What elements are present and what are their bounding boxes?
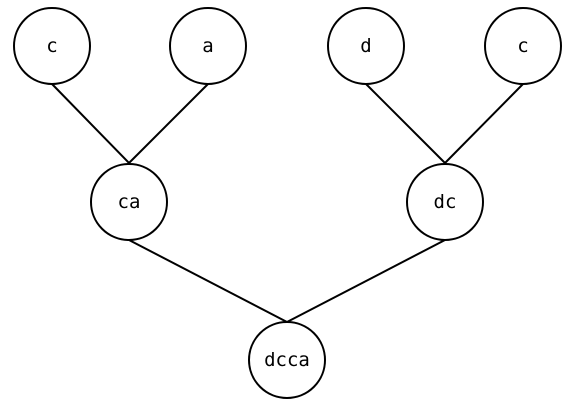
node-label: dcca (264, 349, 310, 371)
node-label: c (46, 35, 57, 57)
edge-a-to-ca (128, 83, 209, 164)
node-circle (90, 163, 168, 241)
node-circle (13, 7, 91, 85)
node-circle (248, 321, 326, 399)
node-circle (327, 7, 405, 85)
node-a: a (169, 7, 247, 85)
node-dc: dc (406, 163, 484, 241)
node-label: d (360, 35, 371, 57)
node-label: dc (434, 191, 457, 213)
node-dcca: dcca (248, 321, 326, 399)
node-circle (169, 7, 247, 85)
node-label: a (202, 35, 213, 57)
node-ca: ca (90, 163, 168, 241)
edge-dc-to-dcca (286, 239, 446, 323)
edge-ca-to-dcca (128, 239, 288, 323)
node-c-left: c (13, 7, 91, 85)
edge-d-to-dc (365, 83, 446, 164)
edge-c-to-dc (444, 83, 524, 164)
node-circle (484, 7, 562, 85)
node-circle (406, 163, 484, 241)
node-label: c (517, 35, 528, 57)
edge-c-to-ca (51, 83, 130, 164)
node-c-right: c (484, 7, 562, 85)
node-label: ca (118, 191, 141, 213)
node-d: d (327, 7, 405, 85)
